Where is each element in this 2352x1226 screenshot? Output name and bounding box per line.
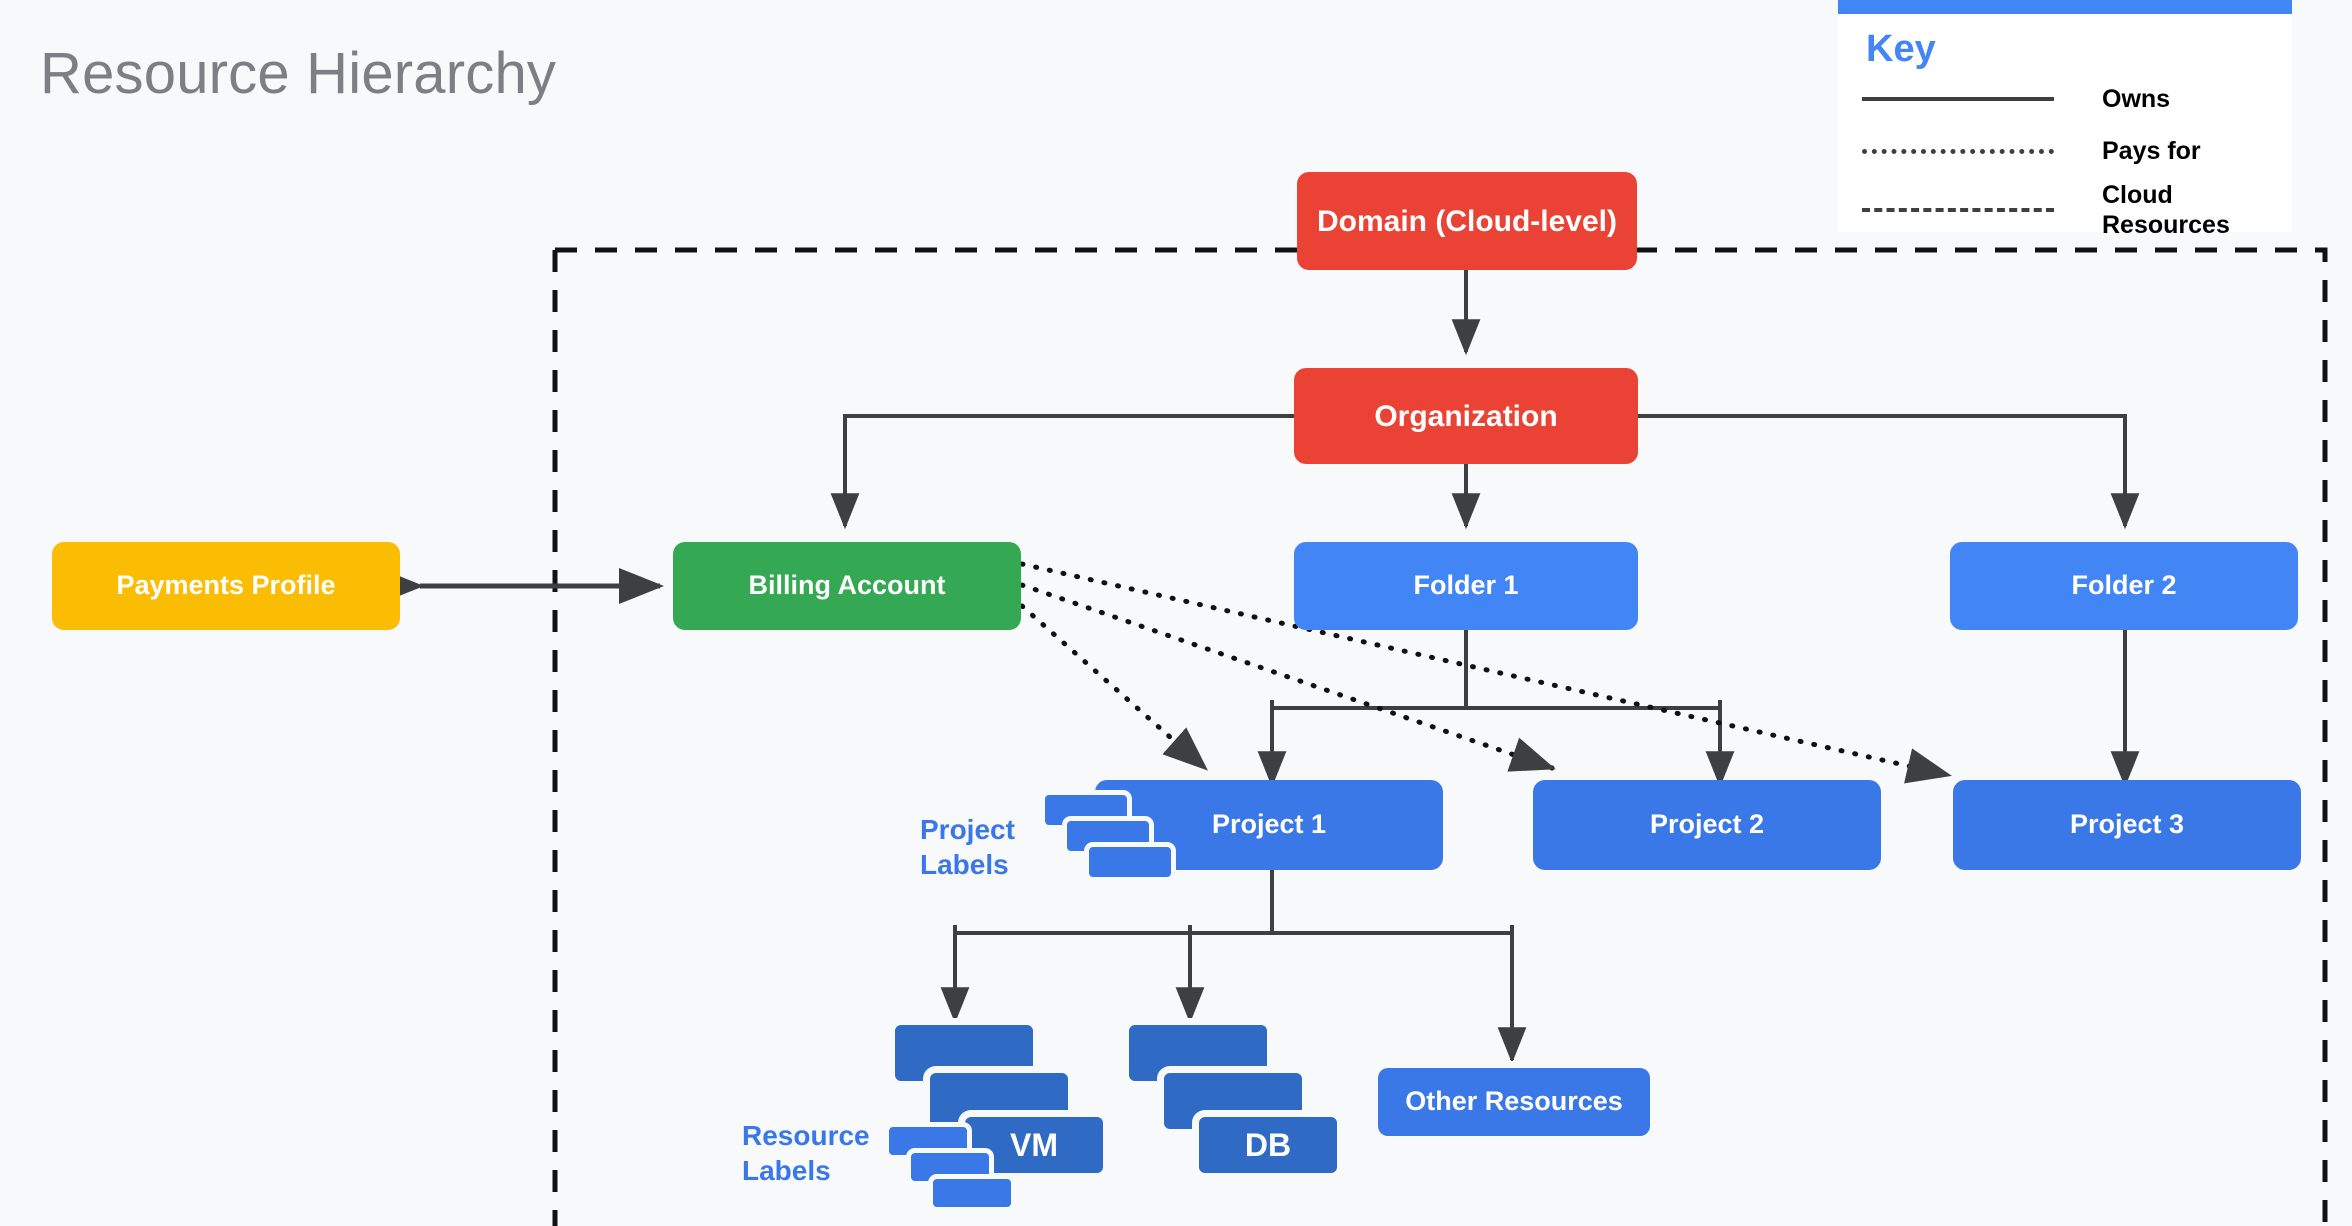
page-title: Resource Hierarchy: [40, 41, 557, 106]
key-row-owns: Owns: [1862, 84, 2272, 114]
dotted-line-icon: [1862, 148, 2054, 154]
node-db-label: DB: [1244, 1126, 1292, 1163]
node-folder-1-label: Folder 1: [1413, 570, 1519, 601]
key-row-cloud-resources-label: Cloud Resources: [2102, 181, 2230, 239]
node-project-3[interactable]: Project 3: [1953, 780, 2301, 870]
key-row-pays-for-label: Pays for: [2102, 137, 2201, 165]
resource-labels-text: Resource Labels: [742, 1120, 870, 1186]
node-billing-account-label: Billing Account: [748, 570, 946, 601]
node-payments-profile-label: Payments Profile: [116, 570, 336, 601]
node-other-resources[interactable]: Other Resources: [1378, 1068, 1650, 1136]
node-billing-account[interactable]: Billing Account: [673, 542, 1021, 630]
db-card-front[interactable]: DB: [1192, 1110, 1344, 1180]
solid-line-icon: [1862, 97, 2054, 101]
node-organization-label: Organization: [1374, 399, 1558, 433]
node-project-3-label: Project 3: [2069, 809, 2185, 840]
edge-organization-folder2: [1638, 414, 2140, 530]
vm-resource-tag-stack: [884, 1122, 1016, 1218]
edge-folder1-projects-trunk: [1270, 628, 1722, 780]
key-row-cloud-resources: Cloud Resources: [1862, 180, 2272, 240]
dashed-line-icon: [1862, 208, 2054, 212]
key-row-owns-label: Owns: [2102, 85, 2171, 113]
node-vm-label: VM: [1010, 1126, 1058, 1163]
node-project-2[interactable]: Project 2: [1533, 780, 1881, 870]
project-labels-text: Project Labels: [920, 814, 1015, 880]
node-folder-2-label: Folder 2: [2071, 570, 2177, 601]
edge-organization-billing: [830, 414, 1294, 530]
node-organization[interactable]: Organization: [1294, 368, 1638, 464]
db-card-stack[interactable]: DB: [1122, 1018, 1362, 1180]
node-project-2-label: Project 2: [1649, 809, 1765, 840]
node-folder-1[interactable]: Folder 1: [1294, 542, 1638, 630]
key-legend-panel: Key Owns Pays for Cloud Resources: [1838, 0, 2292, 239]
node-project-1-label: Project 1: [1211, 809, 1327, 840]
key-accent-bar: [1838, 0, 2292, 14]
key-heading: Key: [1866, 28, 1936, 70]
vm-resource-tag-3: [928, 1174, 1016, 1212]
node-folder-2[interactable]: Folder 2: [1950, 542, 2298, 630]
project-labels-tag-stack: [1040, 790, 1176, 890]
project-label-tag-3: [1084, 842, 1176, 882]
node-other-resources-label: Other Resources: [1405, 1086, 1623, 1117]
edge-billing-project1-paysfor: [1019, 603, 1208, 771]
key-row-pays-for: Pays for: [1862, 136, 2272, 166]
node-payments-profile[interactable]: Payments Profile: [52, 542, 400, 630]
node-domain[interactable]: Domain (Cloud-level): [1297, 172, 1637, 270]
node-domain-label: Domain (Cloud-level): [1316, 204, 1617, 238]
